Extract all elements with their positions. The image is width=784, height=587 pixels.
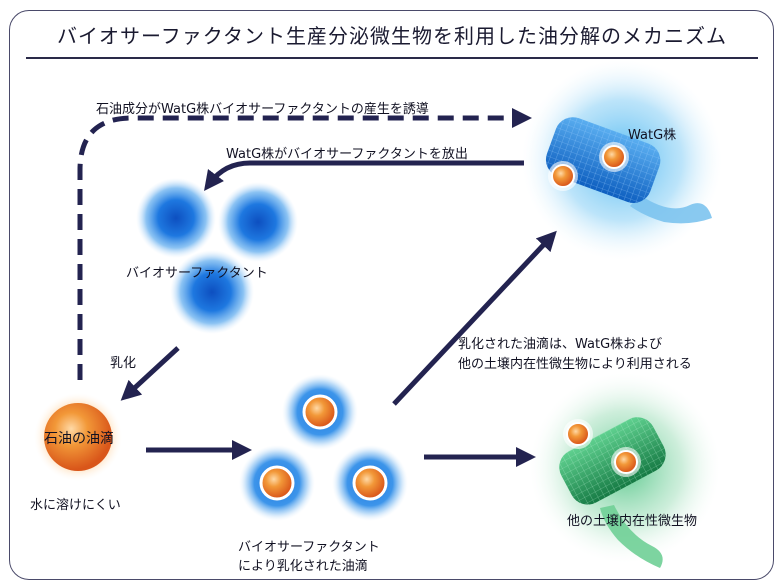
title-underline — [26, 57, 758, 59]
watg-strain — [522, 60, 722, 260]
insoluble-label: 水に溶けにくい — [30, 498, 121, 513]
oil-droplet — [34, 393, 122, 481]
flagellum-icon — [630, 195, 712, 224]
watg-label: WatG株 — [628, 128, 677, 143]
induction-arrow — [77, 108, 532, 380]
other-microbes-label: 他の土壌内在性微生物 — [567, 514, 698, 529]
biosurfactant-sphere — [218, 182, 298, 262]
emulsified-droplets — [239, 374, 408, 521]
diagram-title: バイオサーファクタント生産分泌微生物を利用した油分解のメカニズム — [57, 24, 727, 48]
release-label: WatG株がバイオサーファクタントを放出 — [226, 147, 468, 162]
emulsified-droplet-label-line2: により乳化された油滴 — [238, 559, 368, 574]
biosurfactant-sphere — [170, 250, 254, 334]
utilization-label-line1: 乳化された油滴は、WatG株および — [458, 337, 663, 352]
induction-label: 石油成分がWatG株バイオサーファクタントの産生を誘導 — [96, 102, 429, 117]
utilization-label-line2: 他の土壌内在性微生物により利用される — [458, 357, 692, 372]
emulsify-label: 乳化 — [110, 356, 137, 371]
release-arrow — [203, 160, 524, 191]
emulsified-droplet-label-line1: バイオサーファクタント — [238, 540, 380, 555]
oil-droplet-label: 石油の油滴 — [44, 431, 114, 447]
flagellum-icon — [600, 505, 663, 568]
uptake-watg-arrow — [392, 230, 557, 406]
biosurfactant-cluster — [136, 178, 298, 334]
biosurfactant-label: バイオサーファクタント — [126, 266, 268, 281]
biosurfactant-sphere — [136, 178, 216, 258]
emulsified-droplet — [282, 374, 358, 450]
emulsified-droplet — [239, 445, 315, 521]
emulsify-arrow — [120, 346, 180, 401]
diagram-frame — [9, 10, 774, 580]
other-soil-microbes — [530, 373, 720, 568]
emulsified-droplet — [332, 445, 408, 521]
